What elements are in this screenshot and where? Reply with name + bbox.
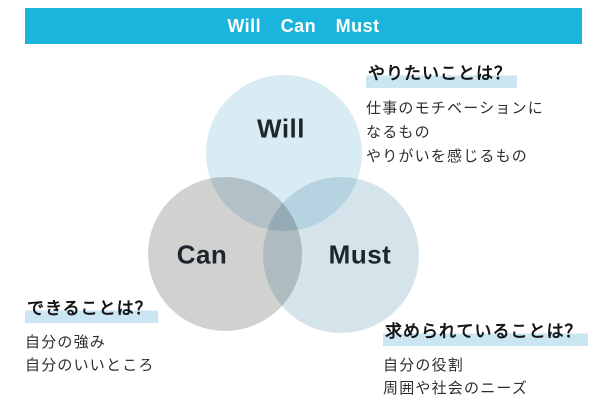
can-circle-label: Can: [176, 239, 228, 270]
will-annotation-line: なるもの: [366, 124, 431, 141]
must-annotation-body: 自分の役割 周囲や社会のニーズ: [383, 354, 588, 400]
will-annotation-heading: やりたいことは？: [366, 58, 517, 88]
must-circle: [263, 177, 419, 333]
will-annotation-body: 仕事のモチベーションに なるもの やりがいを感じるもの: [366, 97, 544, 169]
page-title: Will Can Must: [227, 15, 380, 36]
will-annotation: やりたいことは？ 仕事のモチベーションに なるもの やりがいを感じるもの: [366, 58, 544, 169]
must-annotation-heading: 求められていることは？: [383, 316, 588, 346]
must-circle-label: Must: [328, 239, 392, 270]
must-annotation-line: 周囲や社会のニーズ: [383, 380, 529, 397]
can-annotation-heading: できることは？: [25, 293, 158, 323]
will-annotation-line: やりがいを感じるもの: [366, 148, 529, 165]
can-annotation-line: 自分のいいところ: [25, 357, 155, 374]
will-circle-label: Will: [257, 113, 305, 144]
can-annotation: できることは？ 自分の強み 自分のいいところ: [25, 293, 158, 377]
can-annotation-body: 自分の強み 自分のいいところ: [25, 331, 158, 377]
must-annotation: 求められていることは？ 自分の役割 周囲や社会のニーズ: [383, 316, 588, 400]
will-annotation-line: 仕事のモチベーションに: [366, 100, 544, 117]
must-annotation-line: 自分の役割: [383, 357, 465, 374]
can-annotation-line: 自分の強み: [25, 334, 107, 351]
title-bar: Will Can Must: [25, 8, 582, 44]
